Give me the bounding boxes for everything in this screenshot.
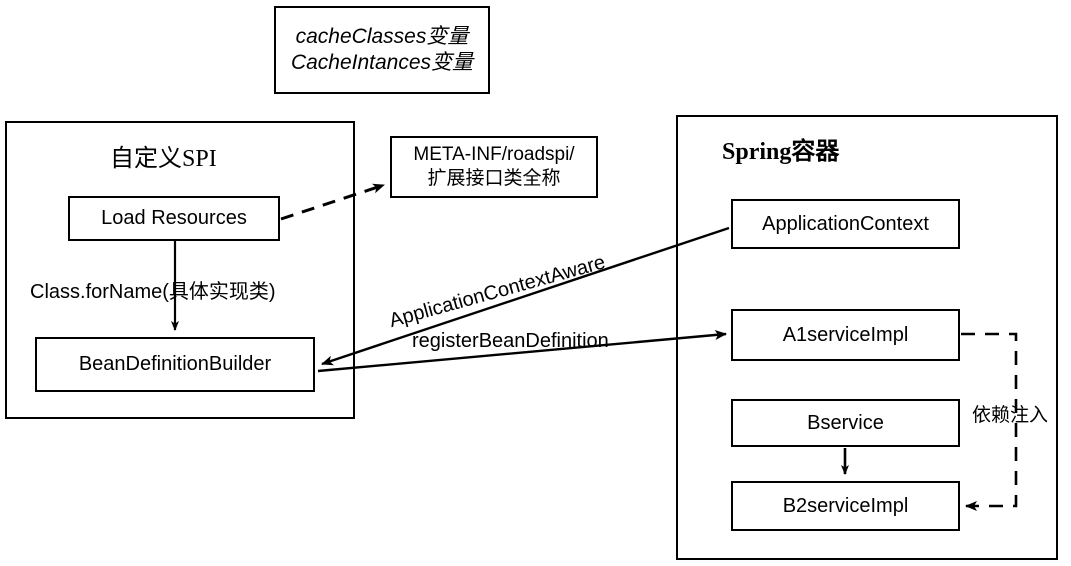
- cache-classes-line: cacheClasses变量: [295, 24, 469, 48]
- load-resources-label: Load Resources: [101, 207, 247, 229]
- dependency-injection-label: 依赖注入: [972, 405, 1049, 426]
- a1-service-impl-label: A1serviceImpl: [782, 323, 909, 346]
- load-resources-node[interactable]: Load Resources: [68, 196, 280, 241]
- class-forname-edge-label: Class.forName(具体实现类): [30, 281, 276, 303]
- application-context-label: ApplicationContext: [762, 212, 929, 235]
- meta-inf-path-box: META-INF/roadspi/ 扩展接口类全称: [390, 136, 598, 198]
- b2-service-impl-label: B2serviceImpl: [782, 494, 909, 517]
- cache-variables-note-box: cacheClasses变量 CacheIntances变量: [274, 6, 490, 94]
- cache-intances-line: CacheIntances变量: [290, 51, 474, 74]
- custom-spi-title: 自定义SPI: [110, 146, 217, 172]
- application-context-node[interactable]: ApplicationContext: [731, 199, 960, 249]
- application-context-aware-edge-label: ApplicationContextAware: [386, 251, 608, 333]
- bean-definition-builder-node[interactable]: BeanDefinitionBuilder: [35, 337, 315, 392]
- a1-service-impl-node[interactable]: A1serviceImpl: [731, 309, 960, 361]
- b-service-node[interactable]: Bservice: [731, 399, 960, 447]
- meta-inf-line2: 扩展接口类全称: [427, 168, 561, 189]
- spring-container-title: Spring容器: [722, 139, 840, 165]
- register-bean-definition-edge-label: registerBeanDefinition: [412, 330, 609, 352]
- b2-service-impl-node[interactable]: B2serviceImpl: [731, 481, 960, 531]
- bean-definition-builder-label: BeanDefinitionBuilder: [78, 353, 272, 375]
- b-service-label: Bservice: [807, 411, 884, 434]
- meta-inf-line1: META-INF/roadspi/: [413, 144, 575, 166]
